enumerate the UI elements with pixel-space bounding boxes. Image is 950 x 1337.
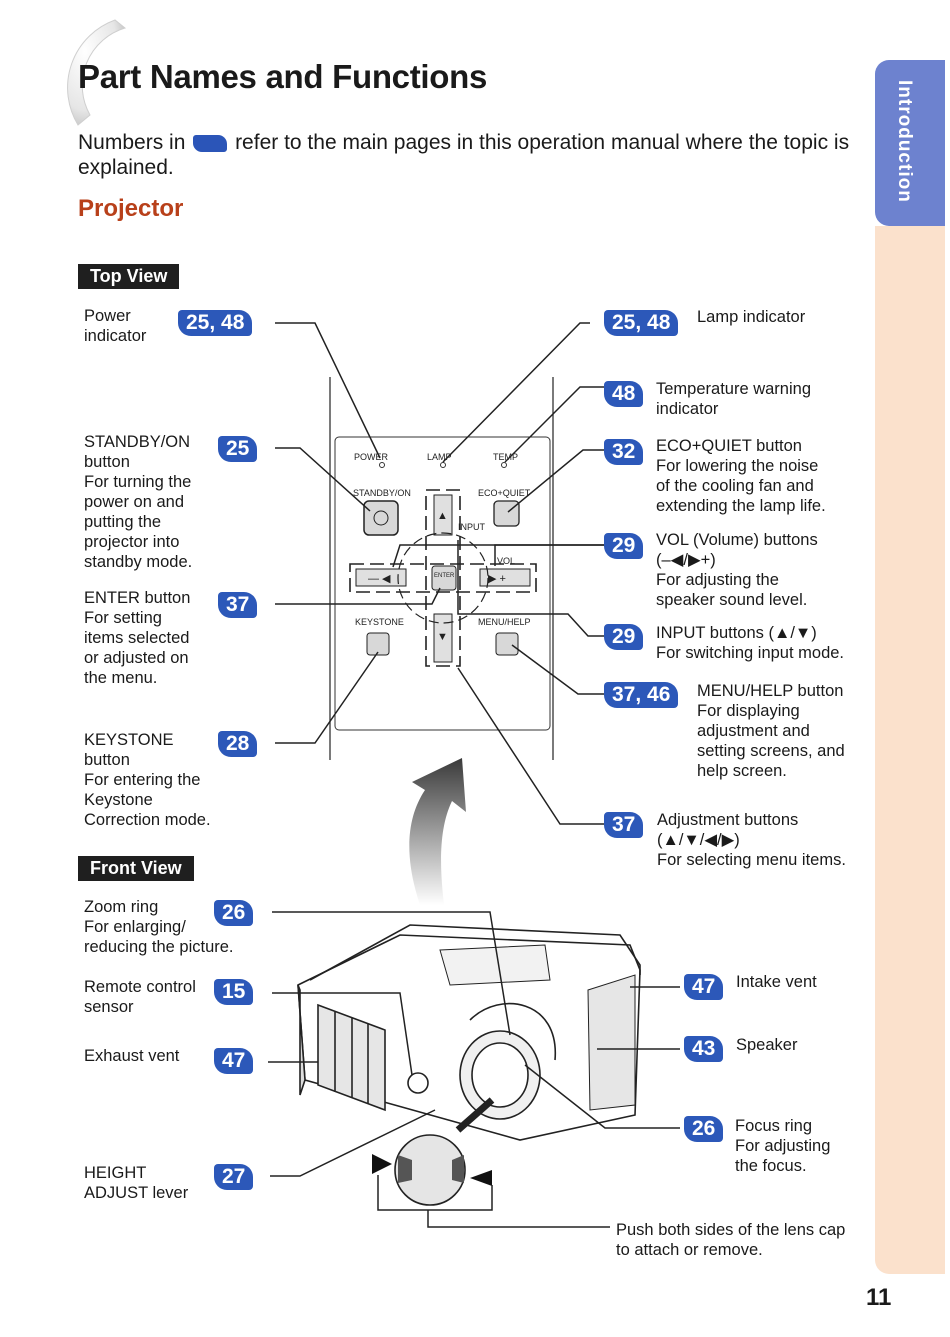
panel-label-input: INPUT: [458, 522, 486, 532]
height-adjust-badge[interactable]: 27: [214, 1164, 254, 1190]
remote-sensor-badge[interactable]: 15: [214, 979, 254, 1005]
lens-cap-note: Push both sides of the lens cap to attac…: [616, 1221, 846, 1259]
eco-quiet-label: ECO+QUIET button For lowering the noise …: [656, 437, 826, 515]
power-indicator-label: Power indicator: [84, 307, 147, 345]
input-buttons-label: INPUT buttons (▲/▼) For switching input …: [656, 624, 845, 662]
intake-vent-badge[interactable]: 47: [684, 974, 724, 1000]
adjustment-buttons-label: Adjustment buttons (▲/▼/◀/▶) For selecti…: [657, 811, 846, 869]
lamp-indicator-label: Lamp indicator: [697, 308, 806, 326]
page-ref-chip-icon: [193, 134, 228, 152]
panel-label-standby: STANDBY/ON: [353, 488, 411, 498]
front-view-heading: Front View: [78, 856, 194, 881]
intro-text: Numbers in refer to the main pages in th…: [78, 130, 878, 180]
focus-ring-badge[interactable]: 26: [684, 1116, 724, 1142]
standby-on-button-badge[interactable]: 25: [218, 436, 258, 462]
svg-text:— ◀: — ◀: [368, 573, 391, 585]
adjustment-buttons-badge[interactable]: 37: [604, 812, 644, 838]
speaker-badge[interactable]: 43: [684, 1036, 724, 1062]
vol-buttons-label: VOL (Volume) buttons (–◀/▶+) For adjusti…: [656, 531, 818, 609]
menu-help-badge[interactable]: 37, 46: [604, 682, 679, 708]
lamp-indicator-badge[interactable]: 25, 48: [604, 310, 679, 336]
top-view-heading: Top View: [78, 264, 180, 289]
remote-sensor-label: Remote control sensor: [84, 978, 196, 1016]
intro-before: Numbers in: [78, 131, 186, 154]
svg-text:▼: ▼: [437, 631, 448, 643]
input-buttons-badge[interactable]: 29: [604, 624, 644, 650]
power-indicator-badge[interactable]: 25, 48: [178, 310, 253, 336]
chapter-tab-label: Introduction: [894, 80, 915, 203]
section-heading: Projector: [78, 195, 184, 222]
vol-buttons-badge[interactable]: 29: [604, 533, 644, 559]
standby-on-button-label: STANDBY/ON button For turning the power …: [84, 433, 193, 571]
temperature-warning-label: Temperature warning indicator: [656, 380, 811, 418]
panel-label-lamp: LAMP: [427, 452, 452, 462]
panel-label-enter: ENTER: [434, 573, 455, 579]
height-adjust-label: HEIGHT ADJUST lever: [84, 1164, 189, 1202]
zoom-ring-label: Zoom ring For enlarging/ reducing the pi…: [84, 898, 234, 956]
side-strip: [875, 226, 945, 1274]
exhaust-vent-badge[interactable]: 47: [214, 1048, 254, 1074]
keystone-button-badge[interactable]: 28: [218, 731, 258, 757]
svg-text:▲: ▲: [437, 510, 448, 522]
projector-illustration: [297, 924, 641, 1141]
enter-button-label: ENTER button For setting items selected …: [84, 589, 191, 687]
intake-vent-label: Intake vent: [736, 973, 817, 991]
focus-ring-label: Focus ring For adjusting the focus.: [735, 1117, 831, 1175]
temperature-warning-badge[interactable]: 48: [604, 381, 644, 407]
intro-after: refer to the main pages in this operatio…: [78, 131, 850, 179]
control-panel: [329, 377, 554, 760]
panel-label-power: POWER: [354, 452, 389, 462]
page-number: 11: [866, 1284, 892, 1311]
chapter-tab: [875, 60, 945, 226]
page-title: Part Names and Functions: [78, 58, 488, 95]
speaker-label: Speaker: [736, 1036, 798, 1054]
keystone-button-label: KEYSTONE button For entering the Keyston…: [84, 731, 211, 829]
panel-label-keystone: KEYSTONE: [355, 617, 404, 627]
panel-label-menu: MENU/HELP: [478, 617, 531, 627]
panel-label-eco: ECO+QUIET: [478, 488, 531, 498]
svg-text:▶ +: ▶ +: [488, 573, 506, 585]
menu-help-label: MENU/HELP button For displaying adjustme…: [697, 682, 845, 780]
eco-quiet-badge[interactable]: 32: [604, 439, 644, 465]
panel-label-vol: VOL: [497, 556, 515, 566]
zoom-ring-badge[interactable]: 26: [214, 900, 254, 926]
exhaust-vent-label: Exhaust vent: [84, 1047, 180, 1065]
panel-label-temp: TEMP: [493, 452, 518, 462]
enter-button-badge[interactable]: 37: [218, 592, 258, 618]
